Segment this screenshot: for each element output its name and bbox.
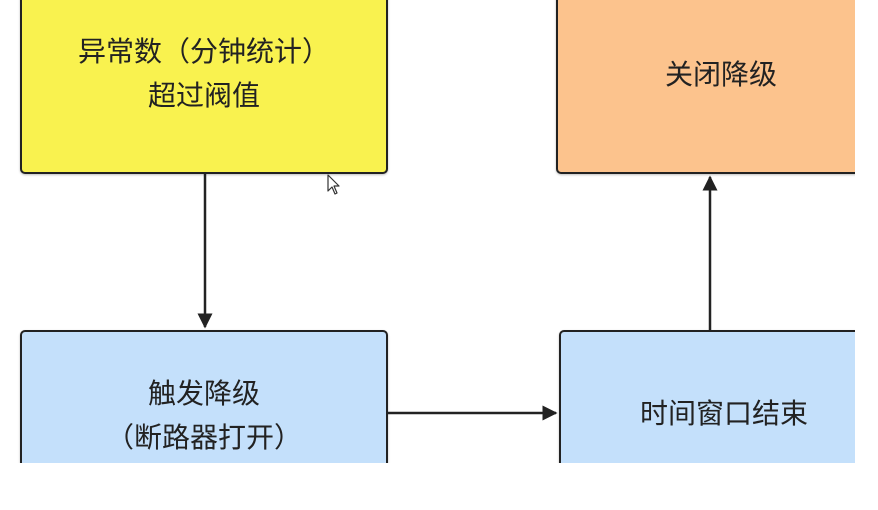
node-error-count-threshold-line-1: 异常数（分钟统计）: [77, 35, 330, 68]
node-error-count-threshold[interactable]: 异常数（分钟统计） 超过阀值: [20, 0, 388, 174]
connector-layer: [197, 174, 718, 421]
node-close-degradation-label: 关闭降级: [664, 58, 777, 91]
node-close-degradation[interactable]: 关闭降级: [556, 0, 855, 174]
node-time-window-end[interactable]: 时间窗口结束: [559, 330, 855, 463]
node-error-count-threshold-line-2: 超过阀值: [147, 79, 260, 112]
diagram-canvas: 异常数（分钟统计） 超过阀值 关闭降级 触发降级 （断路器打开） 时间窗口结束: [20, 0, 855, 463]
node-time-window-end-label: 时间窗口结束: [639, 397, 808, 430]
mouse-pointer-icon: [327, 174, 340, 195]
node-trigger-degradation-line-2: （断路器打开）: [105, 421, 302, 454]
node-trigger-degradation[interactable]: 触发降级 （断路器打开）: [20, 330, 388, 463]
node-trigger-degradation-line-1: 触发降级: [147, 377, 260, 410]
